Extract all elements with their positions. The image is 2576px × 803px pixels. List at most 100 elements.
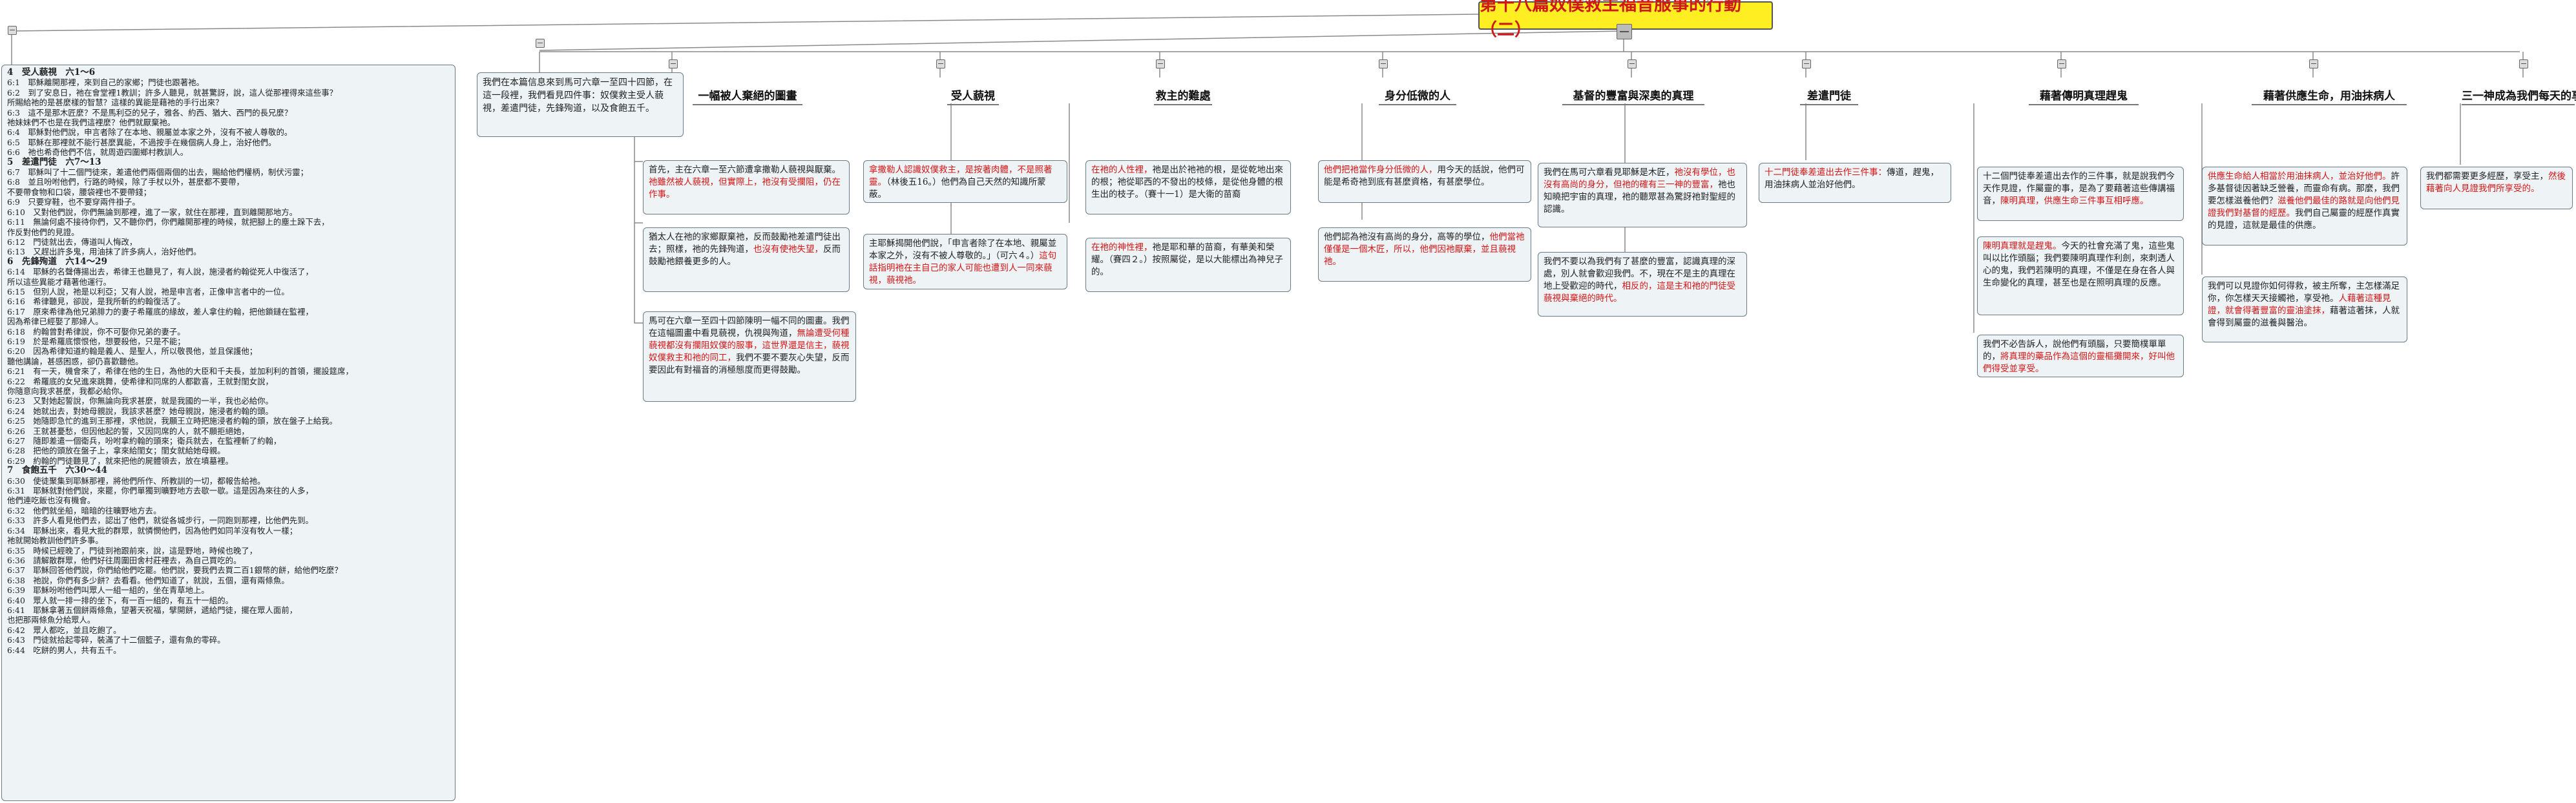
note-text: 首先，主在六章一至六節遭拿撒勒人藐視與厭棄。 bbox=[649, 165, 841, 175]
note-text: 許多基督徒因著缺乏營養，而靈命有病。那麼，我們要怎樣滋養他們？ bbox=[2208, 171, 2400, 206]
verse-line: 6:8 並且吩咐他們，行路的時候，除了手杖以外，甚麼都不要帶， bbox=[7, 177, 244, 187]
intro-box: 我們在本篇信息來到馬可六章一至四十四節，在這一段裡，我們看見四件事：奴僕救主受人… bbox=[477, 72, 684, 137]
verse-line: 6:22 希羅底的女兒進來跳舞，使希律和同席的人都歡喜，王就對閨女說， bbox=[7, 376, 273, 386]
branch-truth-cast-demons[interactable]: 藉著傳明真理趕鬼 bbox=[2029, 87, 2139, 105]
verse-line: 作反對他們的見證。 bbox=[7, 227, 79, 237]
note-box: 他們認為祂沒有高尚的身分，高等的學位，他們當祂僅僅是一個木匠，所以，他們因祂厭棄… bbox=[1318, 227, 1531, 282]
branch-triune-god-enjoyment[interactable]: 三一神成為我們每天的享受 bbox=[2462, 87, 2576, 105]
note-text: 我們都需要更多經歷，享受主， bbox=[2426, 171, 2548, 182]
collapse-handle[interactable] bbox=[2519, 59, 2528, 68]
note-box: 我們可以見證你如何得救，被主所奪，主怎樣滿足你，你怎樣天天接觸祂，享受祂。人藉著… bbox=[2202, 276, 2407, 342]
collapse-handle[interactable] bbox=[1802, 59, 1811, 68]
note-box: 供應生命給人相當於用油抹病人，並治好他們。許多基督徒因著缺乏營養，而靈命有病。那… bbox=[2202, 167, 2407, 245]
verse-line: 6:19 於是希羅底懷恨他，想要殺他，只是不能； bbox=[7, 336, 185, 346]
collapse-handle[interactable] bbox=[536, 39, 545, 48]
note-text: 祂是耶和華的苗裔，有華美和榮耀。（賽四２。）按照屬從，是以大能標出為神兒子的。 bbox=[1091, 242, 1283, 277]
highlight-text: 陳明真理，供應生命三件事互相呼應。 bbox=[2000, 196, 2149, 206]
note-text: 我們自己屬靈的經歷作真實的見證，這就是最佳的供應。 bbox=[2208, 208, 2400, 231]
root-collapse-handle[interactable] bbox=[1617, 24, 1632, 39]
note-box: 十二門徒奉差遣出去作三件事：傳道，趕鬼，用油抹病人並治好他們。 bbox=[1759, 163, 1951, 203]
verse-line: 6:17 原來希律為他兄弟腓力的妻子希羅底的緣故，差人拿住約翰，把他鎖鏈在監裡， bbox=[7, 306, 313, 317]
verse-line: 6:26 王就甚憂愁，但因他起的誓，又因同席的人，就不願拒絕她， bbox=[7, 426, 249, 436]
note-box: 他們把祂當作身分低微的人，用今天的話說，他們可能是希奇祂到底有甚麼資格，有甚麼學… bbox=[1318, 160, 1531, 203]
section-heading: 4 受人藐視 六1～6 bbox=[7, 67, 96, 78]
collapse-handle[interactable] bbox=[669, 59, 678, 68]
highlight-text: 相反的，這是主和祂的門徒受藐視與棄絕的時代。 bbox=[1544, 281, 1735, 304]
highlight-text: 在祂的人性裡， bbox=[1091, 165, 1153, 175]
verse-line: 你隨意向我求甚麼，我都必給你。 bbox=[7, 386, 127, 396]
note-text: 傳道，趕鬼，用油抹病人並治好他們。 bbox=[1764, 167, 1939, 190]
branch-life-anoint-sick[interactable]: 藉著供應生命，用油抹病人 bbox=[2252, 87, 2407, 105]
collapse-handle[interactable] bbox=[936, 59, 945, 68]
verse-line: 6:38 祂說，你們有多少餅？去看看。他們知道了，就說，五個，還有兩條魚。 bbox=[7, 575, 289, 585]
highlight-text: 將真理的藥品作為這個的靈樞攤開來，好叫他們得受並享受。 bbox=[1983, 351, 2175, 374]
collapse-handle[interactable] bbox=[1156, 59, 1165, 68]
verse-line: 6:9 只要穿鞋，也不要穿兩件褂子。 bbox=[7, 197, 140, 207]
note-box: 猶太人在祂的家鄉厭棄祂，反而鼓勵祂差遣門徒出去；照樣，祂的先鋒殉道，也沒有使祂失… bbox=[643, 227, 850, 292]
note-text: 主耶穌揭開他們說，「申言者除了在本地、親屬並本家之外，沒有不被人尊敬的。」（可六… bbox=[869, 238, 1057, 261]
note-box: 十二個門徒奉差遣出去作的三件事，就是說我們今天作見證，作屬靈的事，是為了要藉著這… bbox=[1977, 167, 2184, 221]
verse-line: 6:5 耶穌在那裡就不能行甚麼異能，不過按手在幾個病人身上，治好他們。 bbox=[7, 137, 277, 147]
verse-line: 因為希律已經娶了那婦人。 bbox=[7, 317, 103, 327]
highlight-text: 然後藉著向人見證我們所享受的。 bbox=[2426, 171, 2566, 194]
verse-line: 6:35 時候已經晚了，門徒到祂跟前來，說，這是野地，時候也晚了， bbox=[7, 545, 258, 556]
verse-line: 不要帶食物和口袋，腰袋裡也不要帶錢； bbox=[7, 187, 152, 197]
note-text: 今天的社會充滿了鬼，這些鬼叫以比作頭腦；我們要陳明真理作利劍，來刺透人心的鬼，我… bbox=[1983, 241, 2175, 288]
verse-line: 6:25 她隨即急忙的進到王那裡，求他說，我願王立時把施浸者約翰的頭，放在盤子上… bbox=[7, 416, 338, 426]
note-box: 在祂的人性裡，祂是出於祂祂的根，是從乾地出來的根；祂從耶西的不發出的枝條，是從他… bbox=[1085, 160, 1291, 214]
intro-text: 我們在本篇信息來到馬可六章一至四十四節，在這一段裡，我們看見四件事：奴僕救主受人… bbox=[483, 78, 673, 114]
verse-line: 6:41 耶穌拿著五個餅兩條魚，望著天祝福，擘開餅，遞給門徒，擺在眾人面前， bbox=[7, 605, 298, 615]
note-text: 他們認為祂沒有高尚的身分，高等的學位， bbox=[1324, 232, 1490, 242]
note-text: 反而鼓勵祂餵養更多的人。 bbox=[649, 244, 841, 267]
branch-savior-difficulty[interactable]: 救主的難處 bbox=[1154, 87, 1212, 105]
highlight-text: 拿撒勒人認識奴僕救主，是按著肉體，不是照著靈。 bbox=[869, 165, 1052, 187]
note-text: 祂也知曉把宇宙的真理，祂的聽眾甚為驚訝祂對聖經的認識。 bbox=[1544, 180, 1735, 214]
verse-line: 6:24 她就出去，對她母親說，我該求甚麼？她母親說，施浸者約翰的頭。 bbox=[7, 406, 273, 416]
verse-line: 6:2 到了安息日，祂在會堂裡1教訓；許多人聽見，就甚驚訝，說，這人從那裡得來這… bbox=[7, 87, 338, 98]
note-text: 我們在馬可六章看見耶穌是木匠， bbox=[1544, 167, 1675, 178]
branch-humble-status[interactable]: 身分低微的人 bbox=[1379, 87, 1456, 105]
highlight-text: 祂雖然被人藐視，但實際上，祂沒有受攔阻，仍在作事。 bbox=[649, 177, 841, 200]
highlight-text: 十二門徒奉差遣出去作三件事： bbox=[1764, 167, 1887, 178]
section-heading: 5 差遣門徒 六7～13 bbox=[7, 156, 101, 167]
collapse-handle[interactable] bbox=[2309, 59, 2318, 68]
verse-line: 6:16 希律聽見，卻說，是我所斬的約翰復活了。 bbox=[7, 297, 185, 307]
verse-line: 6:4 耶穌對他們說，申言者除了在本地、親屬並本家之外，沒有不被人尊敬的。 bbox=[7, 127, 293, 138]
verse-line: 6:27 隨即差遣一個衛兵，吩咐拿約翰的頭來；衛兵就去，在監裡斬了約翰， bbox=[7, 436, 282, 446]
verse-line: 6:20 因為希律知道約翰是義人、是聖人，所以敬畏他，並且保護他； bbox=[7, 346, 258, 357]
collapse-handle[interactable] bbox=[1628, 59, 1637, 68]
verse-line: 6:29 約翰的門徒聽見了，就來把他的屍體領去，放在墳墓裡。 bbox=[7, 455, 233, 466]
note-text: 用今天的話說，他們可能是希奇祂到底有甚麼資格，有甚麼學位。 bbox=[1324, 165, 1525, 187]
verse-line: 也把那兩條魚分給眾人。 bbox=[7, 615, 96, 625]
collapse-handle[interactable] bbox=[1379, 59, 1388, 68]
verse-line: 6:32 他們就坐船，暗暗的往曠野地方去。 bbox=[7, 505, 162, 516]
note-box: 拿撒勒人認識奴僕救主，是按著肉體，不是照著靈。（林後五16。）他們為自己天然的知… bbox=[863, 160, 1067, 203]
verse-line: 6:10 又對他們說，你們無論到那裡，進了一家，就住在那裡，直到離開那地方。 bbox=[7, 207, 298, 217]
verse-line: 祂妹妹們不也是在我們這裡麼？他們就厭棄祂。 bbox=[7, 118, 176, 128]
highlight-text: 他們把祂當作身分低微的人， bbox=[1324, 165, 1438, 175]
note-box: 馬可在六章一至四十四節陳明一幅不同的圖畫。我們在這幅圖畫中看見藐視，仇視與殉道，… bbox=[643, 311, 856, 402]
verse-line: 6:15 但別人說，祂是以利亞；又有人說，祂是申言者，正像申言者中的一位。 bbox=[7, 286, 289, 297]
note-text: 我們不要以為我們有了甚麼的豐富，認識真理的深處，別人就會歡迎我們。不，現在不是主… bbox=[1544, 256, 1735, 291]
note-box: 我們都需要更多經歷，享受主，然後藉著向人見證我們所享受的。 bbox=[2420, 167, 2573, 209]
note-text: 猶太人在祂的家鄉厭棄祂，反而鼓勵祂差遣門徒出去；照樣，祂的先鋒殉道， bbox=[649, 232, 841, 255]
note-box: 首先，主在六章一至六節遭拿撒勒人藐視與厭棄。祂雖然被人藐視，但實際上，祂沒有受攔… bbox=[643, 160, 850, 214]
note-text: 我們不要不要灰心失望，反而要因此有對福音的消極態度而更得鼓勵。 bbox=[649, 353, 850, 375]
verse-line: 6:6 祂也希奇他們不信，就周遊四圍鄉村教訓人。 bbox=[7, 147, 189, 158]
section-heading: 7 食飽五千 六30～44 bbox=[7, 465, 107, 476]
highlight-text: 祂沒有學位，也沒有高尚的身分，但祂的確有三一神的豐富， bbox=[1544, 167, 1735, 190]
collapse-handle[interactable] bbox=[2057, 59, 2066, 68]
verse-line: 6:1 耶穌離開那裡，來到自己的家鄉；門徒也跟著祂。 bbox=[7, 78, 204, 88]
verse-line: 6:21 有一天，機會來了，希律在他的生日，為他的大臣和千夫長，並加利利的首領，… bbox=[7, 366, 353, 377]
verse-line: 6:34 耶穌出來，看見大批的群眾，就憐憫他們，因為他們如同羊沒有牧人一樣； bbox=[7, 525, 298, 536]
branch-sending-disciples[interactable]: 差遣門徒 bbox=[1800, 87, 1858, 105]
branch-rejected-picture[interactable]: 一幅被人棄絕的圖畫 bbox=[693, 87, 802, 105]
branch-riches-truth[interactable]: 基督的豐富與深奧的真理 bbox=[1562, 87, 1704, 105]
note-text: （林後五16。）他們為自己天然的知識所蒙蔽。 bbox=[869, 177, 1046, 200]
note-box: 主耶穌揭開他們說，「申言者除了在本地、親屬並本家之外，沒有不被人尊敬的。」（可六… bbox=[863, 234, 1067, 289]
branch-despised[interactable]: 受人藐視 bbox=[947, 87, 999, 105]
verse-line: 所以這些異能才藉著他運行。 bbox=[7, 276, 112, 287]
collapse-handle[interactable] bbox=[8, 26, 17, 35]
note-box: 我們不要以為我們有了甚麼的豐富，認識真理的深處，別人就會歡迎我們。不，現在不是主… bbox=[1538, 252, 1747, 317]
